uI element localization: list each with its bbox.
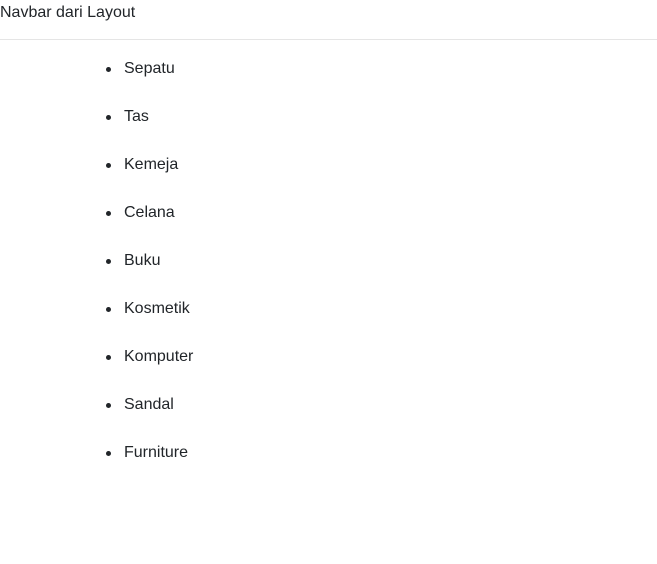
list-item-label: Kosmetik xyxy=(124,300,190,317)
category-list: Sepatu Tas Kemeja Celana Buku Kosmetik K… xyxy=(104,59,193,491)
bullet-icon xyxy=(106,355,111,360)
navbar-title: Navbar dari Layout xyxy=(0,4,136,21)
bullet-icon xyxy=(106,211,111,216)
list-item: Kemeja xyxy=(104,155,193,203)
list-item-label: Sandal xyxy=(124,396,174,413)
list-item-label: Kemeja xyxy=(124,156,179,173)
list-item-label: Celana xyxy=(124,204,175,221)
bullet-icon xyxy=(106,163,111,168)
list-item: Furniture xyxy=(104,443,193,491)
list-item-label: Komputer xyxy=(124,348,194,365)
list-item: Tas xyxy=(104,107,193,155)
list-item: Buku xyxy=(104,251,193,299)
bullet-icon xyxy=(106,403,111,408)
navbar: Navbar dari Layout xyxy=(0,0,657,40)
list-item-label: Sepatu xyxy=(124,60,175,77)
list-item-label: Buku xyxy=(124,252,161,269)
bullet-icon xyxy=(106,259,111,264)
bullet-icon xyxy=(106,307,111,312)
bullet-icon xyxy=(106,115,111,120)
list-item: Kosmetik xyxy=(104,299,193,347)
list-item-label: Furniture xyxy=(124,444,189,461)
list-item-label: Tas xyxy=(124,108,149,125)
bullet-icon xyxy=(106,67,111,72)
list-item: Celana xyxy=(104,203,193,251)
list-item: Komputer xyxy=(104,347,193,395)
list-item: Sepatu xyxy=(104,59,193,107)
list-item: Sandal xyxy=(104,395,193,443)
bullet-icon xyxy=(106,451,111,456)
